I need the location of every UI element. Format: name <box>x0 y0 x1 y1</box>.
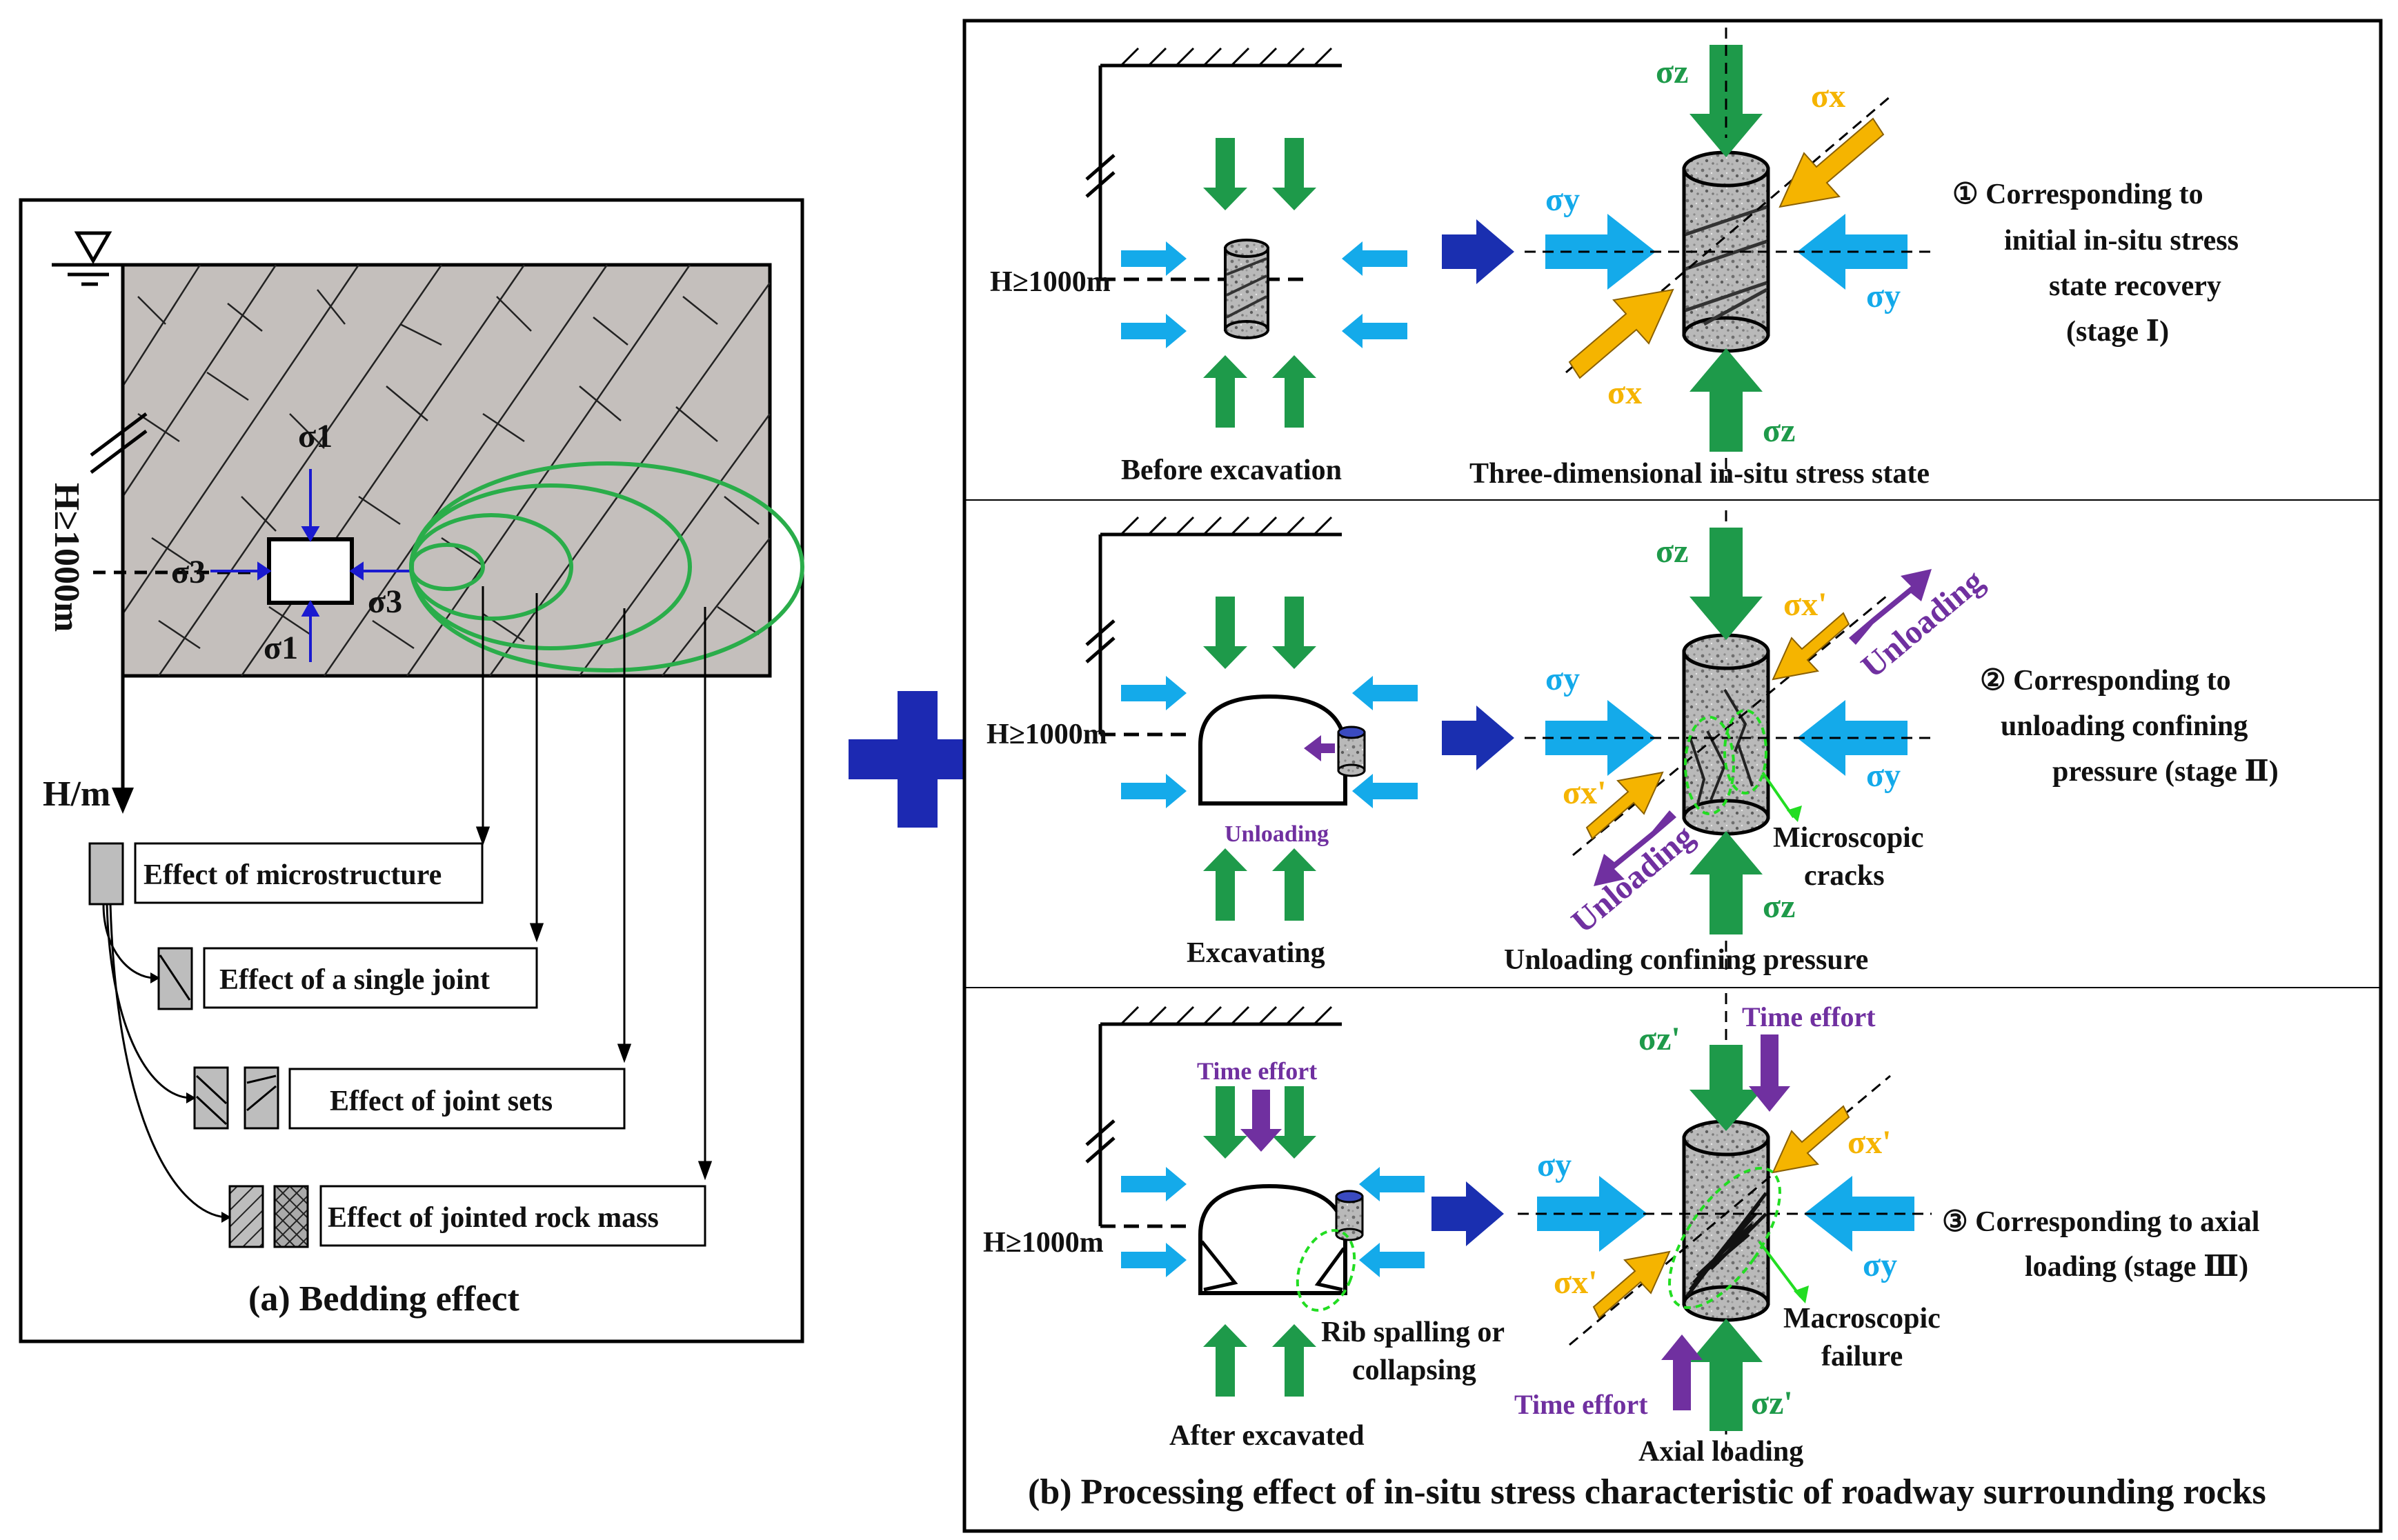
row1-left-label: Before excavation <box>1121 454 1342 486</box>
sz-bottom-3: σz' <box>1751 1385 1793 1421</box>
effect-box-microstructure <box>134 842 484 904</box>
crack-zone-2 <box>1684 709 1767 815</box>
sx-top-3: σx' <box>1847 1124 1891 1161</box>
depth-label-3: H≥1000m <box>983 1227 1104 1259</box>
unloading-small-arrow <box>1304 735 1335 761</box>
core-small-2 <box>1337 726 1366 777</box>
effect-label-jointed-mass: Effect of jointed rock mass <box>328 1202 659 1234</box>
sigma1-top-label: σ1 <box>298 418 333 454</box>
stage3-line1: ③ Corresponding to axial <box>1942 1206 2259 1238</box>
water-table-icon <box>52 231 123 286</box>
row1-right-label: Three-dimensional in-situ stress state <box>1469 458 1930 490</box>
depth-label-2: H≥1000m <box>987 719 1107 750</box>
sy-right-3: σy <box>1863 1247 1897 1283</box>
sx-bottom-3: σx' <box>1554 1264 1597 1301</box>
panel-a: H≥1000m H/m σ1 σ1 σ3 σ3 <box>19 198 804 1343</box>
sigma3-left-label: σ3 <box>171 554 206 590</box>
stage2-line1: ② Corresponding to <box>1980 665 2231 697</box>
effect-label-microstructure: Effect of microstructure <box>143 859 442 891</box>
transition-arrow-2 <box>1442 706 1514 770</box>
effect-box-jointed-mass <box>319 1185 706 1247</box>
cracks-label-2: cracks <box>1804 860 1885 892</box>
stress-arrows-blue-1 <box>1121 241 1407 348</box>
core-small-1 <box>1224 239 1269 339</box>
time-arrow-left <box>1240 1090 1282 1152</box>
microstructure-swatch <box>88 842 124 906</box>
sz-top-3: σz' <box>1638 1021 1681 1057</box>
rib-label-2: collapsing <box>1352 1354 1476 1386</box>
axis-label-h: H/m <box>43 774 110 814</box>
failure-label-1: Macroscopic <box>1783 1303 1941 1334</box>
effect-box-single-joint <box>203 947 538 1009</box>
time-effort-top: Time effort <box>1742 1001 1876 1032</box>
rib-spalling-zone <box>1296 1229 1356 1312</box>
sz-bottom-1: σz <box>1763 412 1795 449</box>
sx-bottom-1: σx <box>1607 374 1642 411</box>
stress-element <box>267 537 354 605</box>
sy-left-2: σy <box>1545 661 1580 697</box>
transition-arrow-1 <box>1442 219 1514 284</box>
sy-left-1: σy <box>1545 181 1580 218</box>
effect-label-single-joint: Effect of a single joint <box>219 964 490 996</box>
effect-box-joint-sets <box>288 1068 626 1130</box>
sy-right-1: σy <box>1866 278 1901 314</box>
jointed-mass-swatch-2 <box>273 1185 309 1248</box>
row2-left-label: Excavating <box>1187 937 1325 969</box>
sx-bottom-2: σx' <box>1563 774 1606 811</box>
cracks-label-1: Microscopic <box>1773 822 1924 854</box>
panel-a-caption: (a) Bedding effect <box>248 1279 519 1319</box>
stage2-line3: pressure (stage Ⅱ) <box>2052 756 2279 788</box>
depth-label-1: H≥1000m <box>990 266 1111 298</box>
jointed-mass-swatch-1 <box>228 1185 264 1248</box>
sigma3-right-label: σ3 <box>368 583 402 620</box>
stage2-line2: unloading confining <box>2001 710 2248 742</box>
core-small-3 <box>1335 1190 1364 1241</box>
row-stage-1: H≥1000m Before excavation <box>990 28 2239 490</box>
sx-arrows-1 <box>1568 117 1885 379</box>
row2-right-label: Unloading confining pressure <box>1504 944 1868 976</box>
sx-top-2: σx' <box>1783 586 1827 623</box>
scale-rings <box>409 461 804 672</box>
sx-top-1: σx <box>1811 78 1845 114</box>
time-effort-bottom: Time effort <box>1514 1389 1648 1420</box>
stage1-line3: state recovery <box>2049 270 2221 302</box>
sy-left-3: σy <box>1537 1147 1572 1183</box>
stress-arrows-green-1 <box>1203 138 1316 428</box>
depth-label-a: H≥1000m <box>47 483 86 632</box>
row3-left-label: After excavated <box>1169 1420 1365 1452</box>
stage3-line2: loading (stage Ⅲ) <box>2025 1251 2248 1283</box>
stage1-line2: initial in-situ stress <box>2004 225 2239 257</box>
row3-right-label: Axial loading <box>1638 1436 1803 1468</box>
sy-right-2: σy <box>1866 757 1901 794</box>
sigma1-bottom-label: σ1 <box>264 630 298 666</box>
rock-joint-lines <box>121 264 771 677</box>
unloading-small-label: Unloading <box>1225 821 1329 847</box>
panel-b-caption: (b) Processing effect of in-situ stress … <box>1028 1472 2266 1512</box>
time-effort-left: Time effort <box>1197 1057 1317 1085</box>
transition-arrow-3 <box>1431 1181 1504 1246</box>
rib-label-1: Rib spalling or <box>1321 1317 1505 1348</box>
sz-top-1: σz <box>1656 54 1688 90</box>
failure-label-2: failure <box>1821 1341 1903 1372</box>
row-stage-3: H≥1000m Time effort Rib spalling or coll… <box>983 993 2259 1468</box>
effect-label-joint-sets: Effect of joint sets <box>330 1086 553 1117</box>
stage1-line4: (stage Ⅰ) <box>2066 316 2169 348</box>
sz-bottom-2: σz <box>1763 888 1795 925</box>
stage1-line1: ① Corresponding to <box>1952 179 2203 210</box>
sz-top-2: σz <box>1656 533 1688 570</box>
